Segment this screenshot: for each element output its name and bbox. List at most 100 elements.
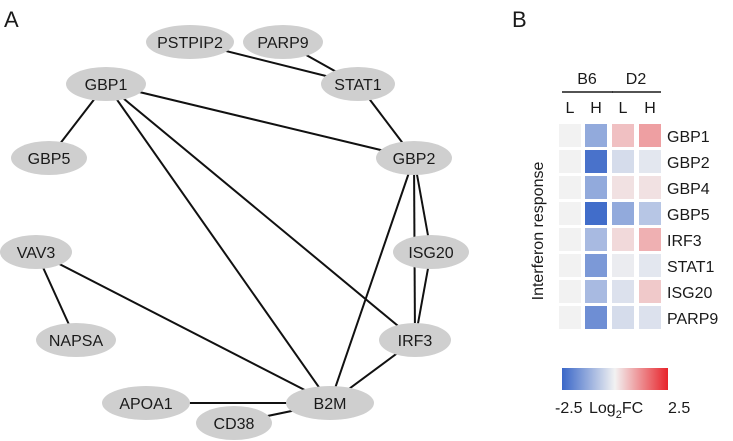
node-parp9: PARP9 xyxy=(243,25,323,59)
heatmap-cell xyxy=(585,124,607,147)
node-label: GBP2 xyxy=(393,151,436,168)
edge-gbp1-b2m xyxy=(105,83,331,404)
node-ellipse xyxy=(196,406,272,440)
heatmap-cell xyxy=(559,306,581,329)
node-pstpip2: PSTPIP2 xyxy=(146,25,234,59)
heatmap-cell xyxy=(639,124,661,147)
node-ellipse xyxy=(36,323,116,357)
node-label: GBP1 xyxy=(85,77,128,94)
group-label-d2: D2 xyxy=(626,71,647,88)
node-label: CD38 xyxy=(214,416,255,433)
heatmap-cell xyxy=(612,202,634,225)
heatmap-row-label: GBP4 xyxy=(667,181,710,198)
node-label: ISG20 xyxy=(408,245,453,262)
node-irf3: IRF3 xyxy=(379,323,451,357)
heatmap-cell xyxy=(639,202,661,225)
heatmap-cell xyxy=(585,176,607,199)
node-label: APOA1 xyxy=(119,396,172,413)
heatmap-cell xyxy=(559,228,581,251)
heatmap-cell xyxy=(585,228,607,251)
heatmap-cell xyxy=(559,124,581,147)
scale-max-label: 2.5 xyxy=(668,400,690,417)
node-ellipse xyxy=(321,67,395,101)
heatmap-row-label: STAT1 xyxy=(667,259,715,276)
heatmap-cell xyxy=(639,176,661,199)
node-ellipse xyxy=(286,386,374,420)
heatmap-cell xyxy=(612,176,634,199)
heatmap-cell xyxy=(639,150,661,173)
panel-letter-b: B xyxy=(512,7,527,32)
heatmap-cell xyxy=(612,306,634,329)
node-label: PARP9 xyxy=(257,35,308,52)
node-ellipse xyxy=(243,25,323,59)
node-label: B2M xyxy=(314,396,347,413)
node-label: IRF3 xyxy=(398,333,433,350)
node-gbp1: GBP1 xyxy=(66,67,146,101)
row-axis-label: Interferon response xyxy=(530,162,547,301)
node-label: GBP5 xyxy=(28,151,71,168)
node-ellipse xyxy=(376,141,452,175)
heatmap-cell xyxy=(612,124,634,147)
node-ellipse xyxy=(102,386,190,420)
edge-gbp1-gbp2 xyxy=(105,83,415,159)
node-label: STAT1 xyxy=(334,77,382,94)
heatmap-cell xyxy=(639,254,661,277)
node-gbp2: GBP2 xyxy=(376,141,452,175)
node-gbp5: GBP5 xyxy=(11,141,87,175)
edge-gbp2-b2m xyxy=(329,157,415,404)
node-ellipse xyxy=(66,67,146,101)
panel-letter-a: A xyxy=(4,7,19,32)
node-ellipse xyxy=(393,235,469,269)
heatmap-row-label: ISG20 xyxy=(667,285,712,302)
node-vav3: VAV3 xyxy=(0,235,72,269)
node-ellipse xyxy=(379,323,451,357)
heatmap-cell xyxy=(639,306,661,329)
node-isg20: ISG20 xyxy=(393,235,469,269)
heatmap-cell xyxy=(585,202,607,225)
edge-vav3-b2m xyxy=(35,251,331,404)
edge-gbp1-irf3 xyxy=(105,83,416,341)
heatmap-cell xyxy=(585,150,607,173)
heatmap-cell xyxy=(612,280,634,303)
node-ellipse xyxy=(146,25,234,59)
heatmap-cell xyxy=(559,150,581,173)
heatmap-row-label: GBP5 xyxy=(667,207,710,224)
column-label: L xyxy=(566,100,575,117)
scale-title: Log2FC xyxy=(589,400,643,421)
column-label: L xyxy=(619,100,628,117)
color-scale-bar xyxy=(562,368,668,390)
column-label: H xyxy=(590,100,602,117)
scale-min-label: -2.5 xyxy=(555,400,583,417)
node-label: VAV3 xyxy=(17,245,56,262)
heatmap-cell xyxy=(559,254,581,277)
heatmap-cell xyxy=(612,228,634,251)
heatmap-cell xyxy=(559,176,581,199)
heatmap-cell xyxy=(585,254,607,277)
node-ellipse xyxy=(0,235,72,269)
heatmap-cell xyxy=(612,254,634,277)
heatmap-cell xyxy=(639,228,661,251)
heatmap-row-label: GBP2 xyxy=(667,155,710,172)
heatmap-cell xyxy=(585,280,607,303)
column-label: H xyxy=(644,100,656,117)
node-label: NAPSA xyxy=(49,333,104,350)
node-b2m: B2M xyxy=(286,386,374,420)
heatmap-cell xyxy=(585,306,607,329)
heatmap-cell xyxy=(559,202,581,225)
heatmap-row-label: GBP1 xyxy=(667,129,710,146)
heatmap-cell xyxy=(639,280,661,303)
node-stat1: STAT1 xyxy=(321,67,395,101)
heatmap-row-label: PARP9 xyxy=(667,311,718,328)
node-label: PSTPIP2 xyxy=(157,35,223,52)
heatmap-cell xyxy=(612,150,634,173)
node-ellipse xyxy=(11,141,87,175)
group-label-b6: B6 xyxy=(577,71,597,88)
node-napsa: NAPSA xyxy=(36,323,116,357)
heatmap-row-label: IRF3 xyxy=(667,233,702,250)
node-apoa1: APOA1 xyxy=(102,386,190,420)
heatmap-cell xyxy=(559,280,581,303)
heatmap-cells xyxy=(559,124,661,329)
